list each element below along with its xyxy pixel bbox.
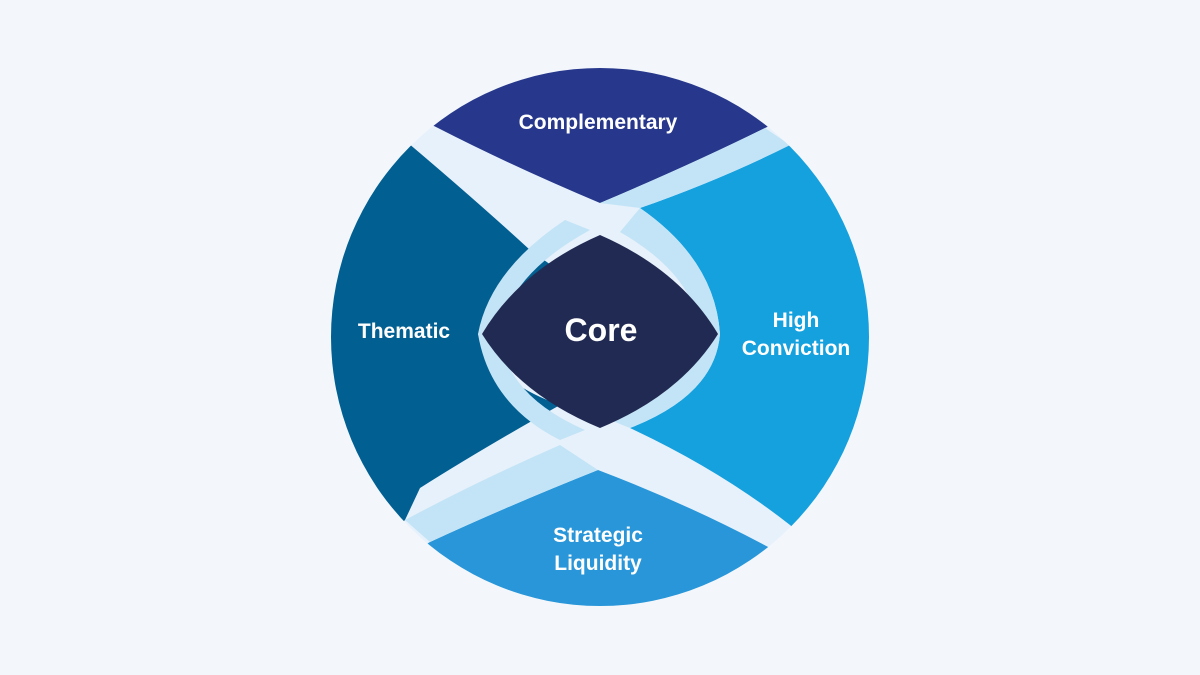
label-high-conviction-line2: Conviction xyxy=(742,337,851,360)
label-complementary: Complementary xyxy=(519,111,678,134)
label-core: Core xyxy=(565,312,638,348)
ribbon-strand-upper-right xyxy=(600,128,790,208)
label-high-conviction-line1: High xyxy=(773,309,820,332)
ribbon-strand-inner-right xyxy=(610,208,720,428)
segment-core[interactable] xyxy=(482,235,718,428)
ribbon-strand-inner-left xyxy=(478,220,590,440)
label-strategic-liquidity-line1: Strategic xyxy=(553,524,643,547)
label-thematic: Thematic xyxy=(358,320,451,343)
ribbon-strand-lower-left xyxy=(405,445,598,542)
label-strategic-liquidity-line2: Liquidity xyxy=(554,552,642,575)
